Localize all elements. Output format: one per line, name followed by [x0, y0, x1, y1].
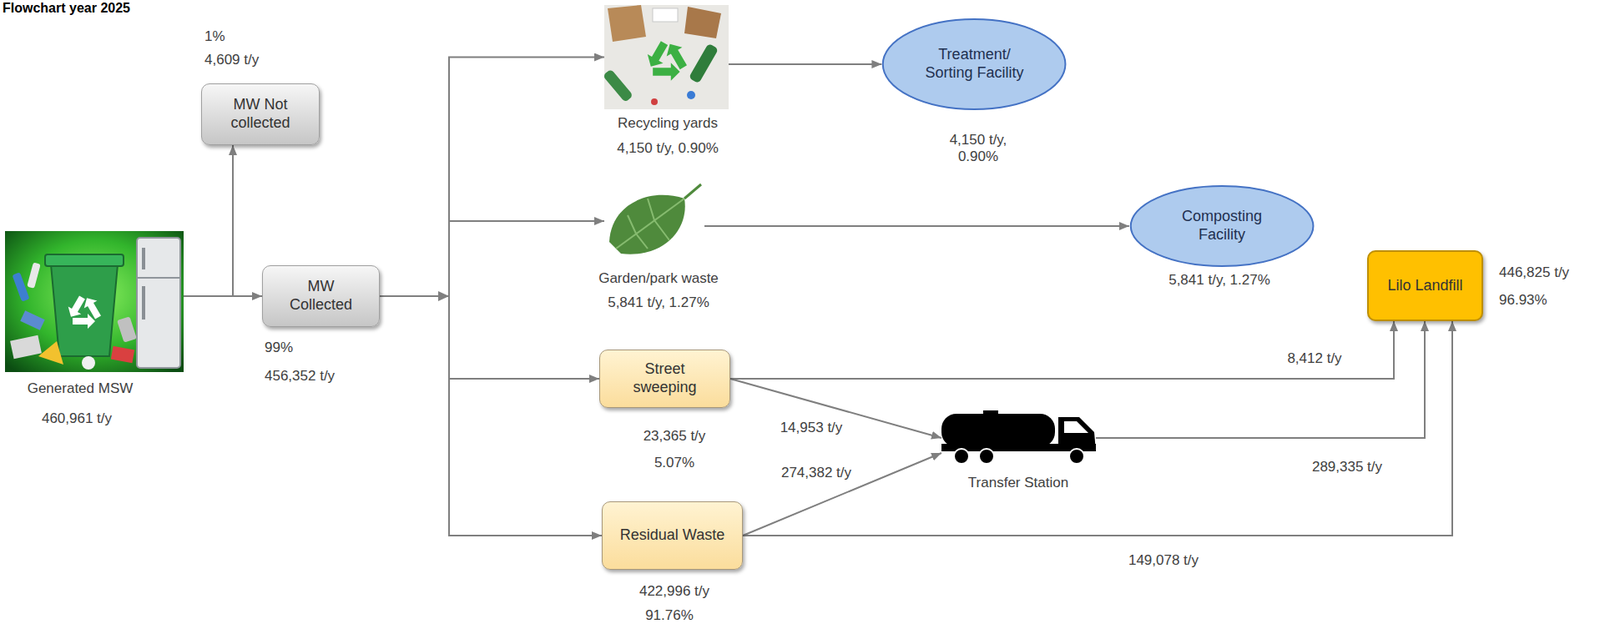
value-label: 4,609 t/y — [204, 51, 259, 69]
node-label: Street sweeping — [623, 360, 707, 397]
node-label: Treatment/ Sorting Facility — [915, 45, 1033, 82]
leaf-stem — [684, 184, 702, 199]
value-label: Generated MSW — [27, 380, 134, 398]
recycling-image: Recycling yards4,150 t/y, 0.90% — [604, 5, 729, 110]
truck-tank — [941, 413, 1055, 448]
flow-arrow — [730, 378, 942, 439]
value-label: 5,841 t/y, 1.27% — [1168, 272, 1271, 289]
diagram-title: Flowchart year 2025 — [2, 0, 131, 16]
flow-arrow — [704, 225, 1130, 228]
flow-label: 289,335 t/y — [1309, 459, 1385, 476]
node-label: Residual Waste — [620, 526, 725, 546]
value-label: 99% — [264, 339, 293, 357]
illustration-background — [5, 231, 184, 373]
recycle-symbol — [642, 38, 692, 81]
flow-arrow — [730, 321, 1394, 379]
bin-body — [50, 264, 118, 357]
value-label: 4,150 t/y, 0.90% — [936, 131, 1020, 167]
trash-item — [10, 335, 42, 360]
process-box: MW Collected99%456,352 t/y — [262, 265, 380, 328]
flow-arrow — [379, 221, 605, 297]
paper-bag — [684, 6, 722, 39]
bottle-shape — [26, 262, 41, 288]
source-box: Residual Waste422,996 t/y91.76% — [601, 501, 743, 571]
process-box: MW Not collected1%4,609 t/y — [201, 83, 320, 146]
truck-image: Transfer Station — [941, 410, 1096, 466]
truck-wheel — [979, 449, 995, 465]
bottle-shape — [11, 272, 30, 302]
value-label: 4,150 t/y, 0.90% — [616, 140, 719, 157]
flow-arrow — [742, 321, 1453, 536]
trash-item — [20, 310, 45, 331]
value-label: 23,365 t/y — [643, 428, 707, 445]
node-label: Lilo Landfill — [1387, 277, 1463, 296]
leaf-shape — [609, 195, 686, 255]
value-label: 446,825 t/y — [1499, 264, 1570, 282]
bin-lid — [45, 254, 124, 267]
truck-cab — [1058, 417, 1096, 452]
value-label: 96.93% — [1499, 292, 1548, 309]
ellipse-shape — [883, 19, 1066, 110]
truck-hatch — [983, 410, 999, 416]
waste-illustration — [5, 231, 184, 373]
ellipse-shape — [1130, 186, 1314, 267]
bottle-cap — [651, 98, 658, 106]
fridge-handle — [141, 247, 146, 270]
facility-ellipse: Composting Facility5,841 t/y, 1.27% — [1129, 185, 1315, 268]
flow-arrow — [183, 145, 233, 297]
facility-ellipse: Treatment/ Sorting Facility4,150 t/y, 0.… — [881, 18, 1067, 111]
value-label: Garden/park waste — [598, 270, 719, 288]
fridge-handle — [141, 286, 146, 320]
leaf-illustration — [609, 184, 702, 255]
waste-image: Generated MSW460,961 t/y — [5, 231, 184, 373]
trash-item — [111, 346, 135, 364]
flow-arrow — [1095, 321, 1425, 439]
trash-item — [116, 316, 137, 344]
source-box: Street sweeping23,365 t/y5.07% — [599, 349, 731, 409]
fridge-door-line — [136, 277, 181, 279]
flow-label: 149,078 t/y — [1125, 552, 1202, 570]
value-label: 5,841 t/y, 1.27% — [607, 294, 710, 312]
trash-item — [81, 356, 96, 370]
value-label: 422,996 t/y — [639, 583, 710, 601]
recycling-illustration — [602, 5, 729, 110]
flow-label: 8,412 t/y — [1284, 350, 1344, 368]
value-label: 1% — [204, 28, 226, 46]
paper-item — [652, 8, 678, 22]
flow-arrow — [379, 296, 602, 536]
flow-arrow — [183, 295, 263, 298]
flow-label: 274,382 t/y — [778, 464, 854, 482]
value-label: 456,352 t/y — [264, 368, 335, 385]
flow-arrow — [728, 63, 882, 66]
truck-window — [1064, 421, 1089, 434]
node-label: MW Not collected — [214, 95, 307, 132]
bottle-cap — [686, 90, 696, 100]
recycle-symbol — [64, 293, 105, 329]
landfill-box: Lilo Landfill446,825 t/y96.93% — [1367, 250, 1484, 322]
value-label: 5.07% — [654, 454, 695, 472]
value-label: Transfer Station — [968, 474, 1069, 492]
value-label: Recycling yards — [617, 115, 718, 132]
leaf-veins — [615, 198, 685, 249]
bottle-shape — [602, 68, 634, 103]
truck-illustration — [941, 410, 1096, 465]
flow-arrow — [379, 296, 600, 379]
paper-bag — [607, 5, 647, 42]
node-label: Composting Facility — [1163, 207, 1281, 244]
flow-arrow — [742, 453, 942, 536]
trash-item — [38, 341, 64, 365]
value-label: 91.76% — [645, 607, 694, 625]
leaf-image: Garden/park waste5,841 t/y, 1.27% — [604, 181, 705, 261]
truck-wheel — [1069, 449, 1085, 465]
flow-label: 14,953 t/y — [777, 419, 846, 437]
truck-wheel — [953, 449, 970, 465]
flow-arrow — [379, 57, 605, 298]
fridge-body — [136, 237, 181, 369]
value-label: 460,961 t/y — [41, 410, 112, 428]
node-label: MW Collected — [275, 277, 368, 314]
bottle-shape — [688, 43, 719, 85]
